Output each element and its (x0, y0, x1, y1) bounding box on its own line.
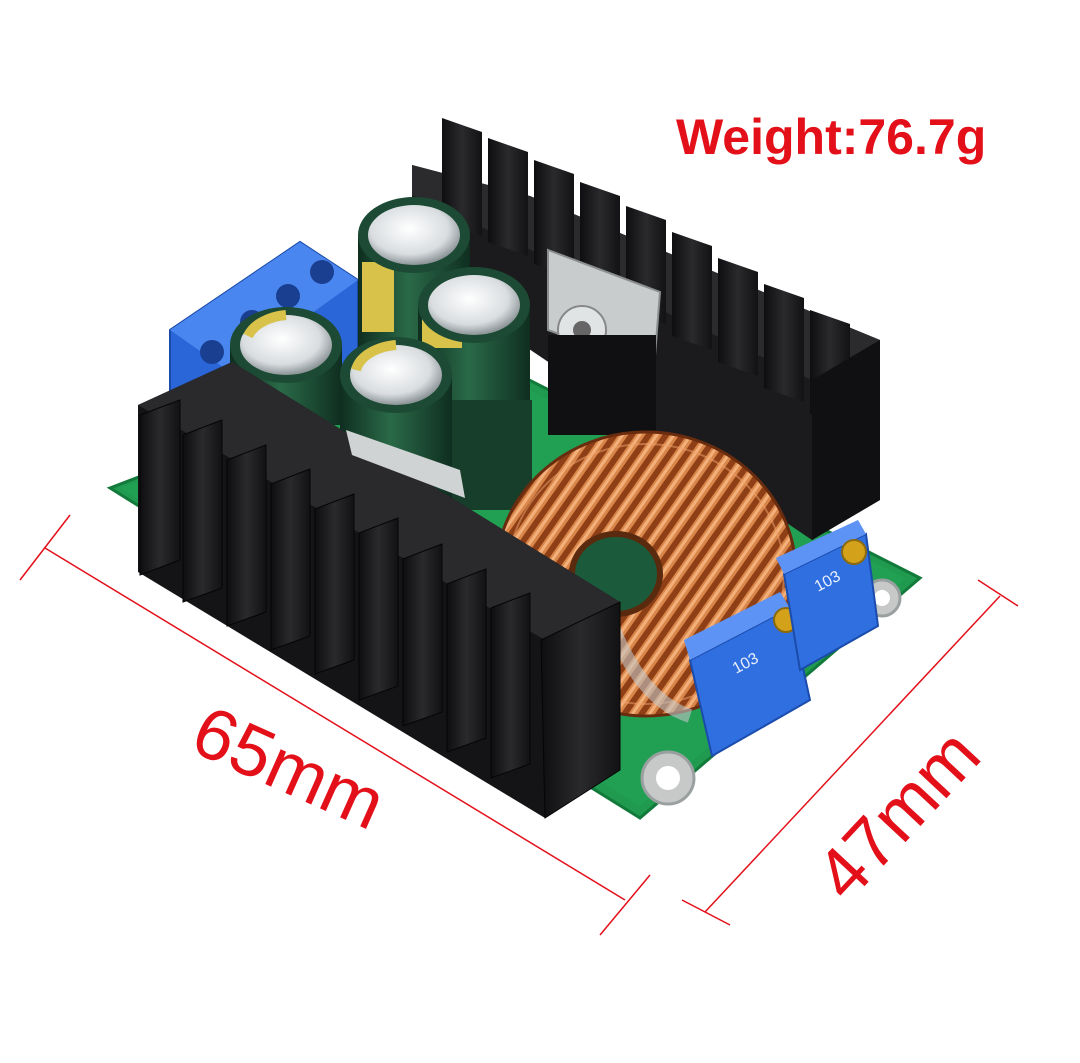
heatsink-front (138, 362, 621, 819)
capacitor-5 (452, 400, 532, 510)
trimmer-potentiometer-2: 103 (776, 520, 880, 672)
weight-label: Weight:76.7g (676, 109, 987, 165)
dimension-line-length (19, 514, 651, 936)
mounting-hole-front (640, 750, 696, 806)
power-transistor (547, 248, 662, 435)
heatsink-back (412, 118, 880, 540)
dimension-line-width (681, 579, 1019, 926)
trimmer-potentiometer-1: 103 (684, 592, 812, 758)
